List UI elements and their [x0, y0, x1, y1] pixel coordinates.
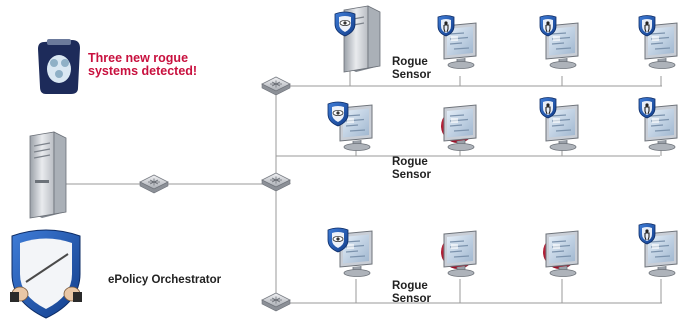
sensor-label-1-line-1: Rogue — [392, 56, 428, 68]
switch-icon — [261, 76, 291, 96]
switch-icon — [261, 172, 291, 192]
managed-workstation-icon — [539, 96, 579, 152]
epo-shield-icon — [10, 229, 82, 319]
sensor-workstation-icon — [327, 101, 373, 152]
managed-workstation-icon — [437, 14, 477, 70]
alert-line-1: Three new rogue — [88, 51, 189, 65]
server-icon — [29, 131, 67, 219]
epo-label: ePolicy Orchestrator — [108, 274, 222, 286]
sensor-label-1-line-2: Sensor — [392, 69, 431, 81]
sensor-label-3-line-1: Rogue — [392, 280, 428, 292]
switch-icon — [261, 292, 291, 312]
managed-workstation-icon — [638, 222, 678, 278]
managed-workstation-icon — [638, 14, 678, 70]
switch-icon — [139, 174, 169, 194]
alert-line-2: systems detected! — [88, 64, 198, 78]
managed-workstation-icon — [638, 96, 678, 152]
rogue-workstation-icon — [441, 230, 477, 278]
rogue-workstation-icon — [543, 230, 579, 278]
managed-workstation-icon — [539, 14, 579, 70]
pager-icon — [38, 39, 80, 94]
link-row2-bus — [276, 155, 660, 184]
sensor-workstation-icon — [327, 227, 373, 278]
sensor-label-3-line-2: Sensor — [392, 293, 431, 305]
sensor-label-2-line-1: Rogue — [392, 156, 428, 168]
rogue-workstation-icon — [441, 104, 477, 152]
sensor-label-2-line-2: Sensor — [392, 169, 431, 181]
